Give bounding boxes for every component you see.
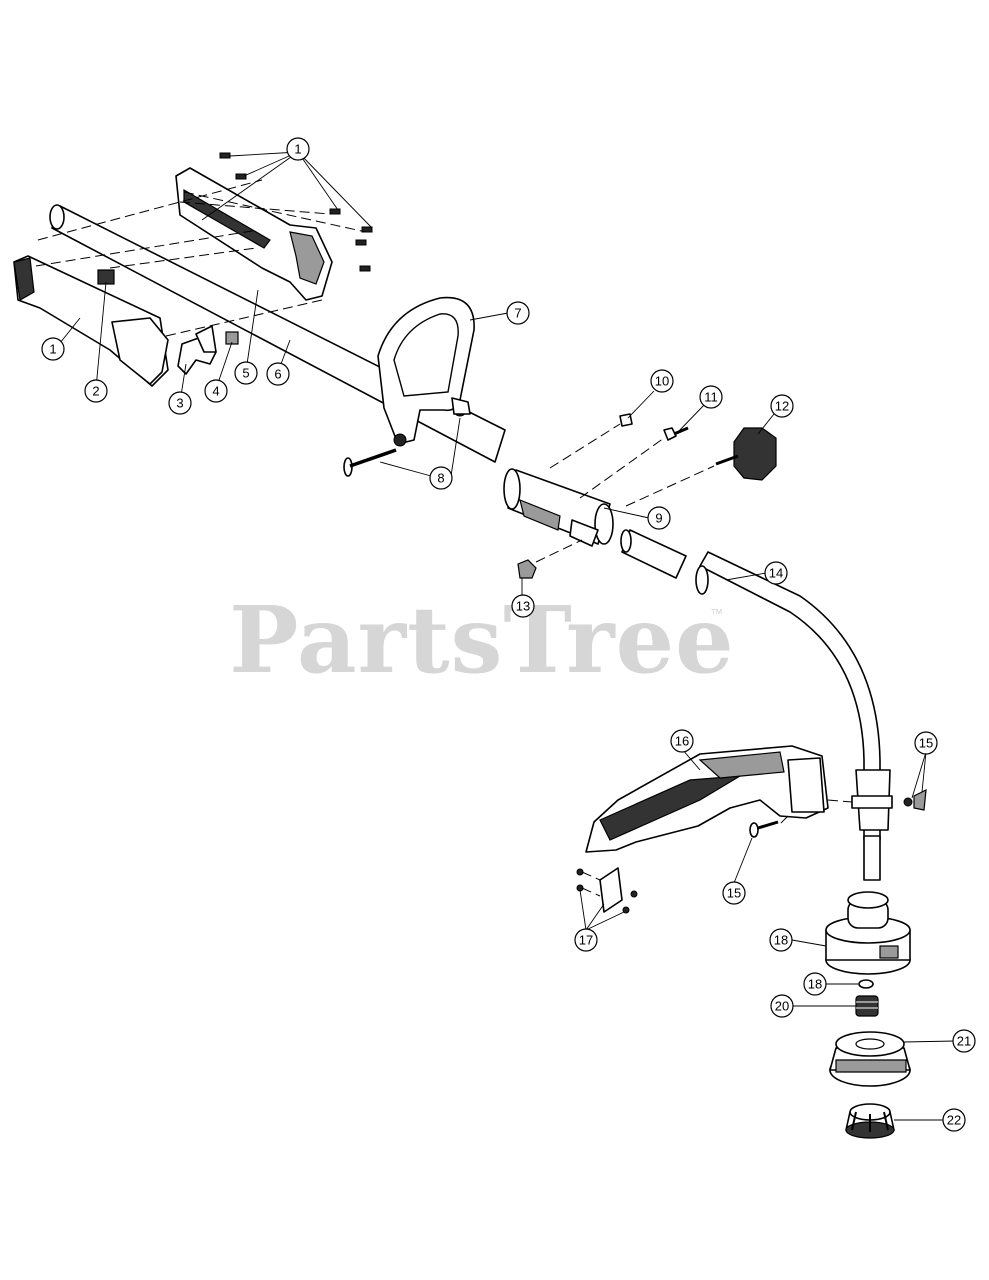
callout-4: 4: [204, 379, 228, 403]
svg-text:15: 15: [727, 886, 741, 901]
cutter-blade-hardware: [576, 867, 638, 914]
svg-text:2: 2: [92, 384, 99, 399]
svg-text:14: 14: [769, 566, 783, 581]
svg-text:15: 15: [919, 736, 933, 751]
callout-18-washer: 18: [803, 972, 827, 996]
svg-text:6: 6: [274, 367, 281, 382]
svg-text:13: 13: [516, 599, 530, 614]
callout-21: 21: [952, 1029, 976, 1053]
svg-text:5: 5: [242, 366, 249, 381]
svg-text:4: 4: [212, 384, 219, 399]
callout-10: 10: [650, 369, 674, 393]
svg-text:22: 22: [947, 1113, 961, 1128]
svg-text:12: 12: [775, 399, 789, 414]
callout-11: 11: [699, 385, 723, 409]
svg-text:1: 1: [49, 342, 56, 357]
switch: [97, 269, 115, 285]
watermark: PartsTree: [229, 586, 734, 694]
svg-text:1: 1: [294, 142, 301, 157]
svg-text:18: 18: [808, 977, 822, 992]
callout-1-top: 1: [286, 137, 310, 161]
svg-text:11: 11: [704, 390, 718, 405]
coupler-hardware: [517, 413, 777, 579]
housing-screws: [219, 152, 373, 272]
svg-text:17: 17: [579, 933, 593, 948]
callout-20: 20: [770, 994, 794, 1018]
grass-guard: [585, 745, 927, 853]
svg-text:10: 10: [655, 374, 669, 389]
shaft-coupler: [503, 468, 687, 579]
svg-text:16: 16: [675, 734, 689, 749]
callout-14: 14: [764, 561, 788, 585]
callout-5: 5: [234, 361, 258, 385]
knob: [733, 427, 777, 481]
leader-lines: [55, 151, 956, 1121]
callout-9: 9: [647, 506, 671, 530]
svg-text:8: 8: [437, 471, 444, 486]
callout-8: 8: [429, 466, 453, 490]
callout-12: 12: [770, 394, 794, 418]
callout-16: 16: [670, 729, 694, 753]
svg-text:3: 3: [176, 396, 183, 411]
callout-15-top: 15: [914, 731, 938, 755]
svg-text:18: 18: [774, 933, 788, 948]
callout-2: 2: [84, 379, 108, 403]
assist-handle: [377, 296, 475, 447]
callout-15: 15: [722, 881, 746, 905]
callout-18: 18: [769, 928, 793, 952]
svg-text:21: 21: [957, 1034, 971, 1049]
svg-text:7: 7: [514, 306, 521, 321]
lock-lever: [195, 325, 217, 353]
callout-3: 3: [168, 391, 192, 415]
trimmer-head: [825, 891, 911, 1139]
callout-7: 7: [506, 301, 530, 325]
svg-text:20: 20: [775, 999, 789, 1014]
handle-bolt: [343, 448, 397, 477]
callout-13: 13: [511, 594, 535, 618]
watermark-trademark: ™: [710, 606, 723, 621]
callout-22: 22: [942, 1108, 966, 1132]
svg-text:9: 9: [655, 511, 662, 526]
callout-1: 1: [41, 337, 65, 361]
callout-17: 17: [574, 928, 598, 952]
callout-6: 6: [266, 362, 290, 386]
